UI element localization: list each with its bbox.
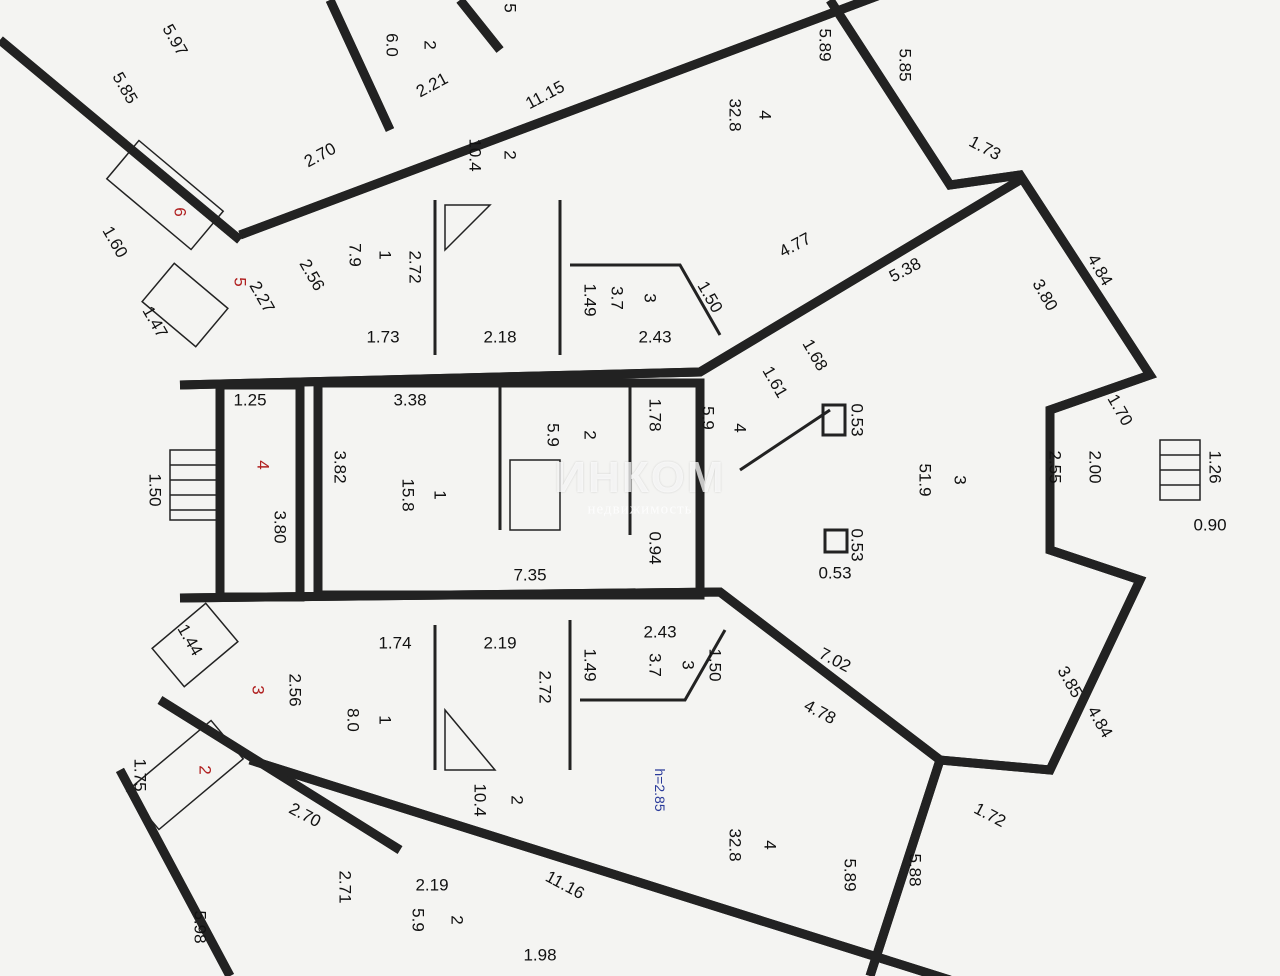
dimension: 1.78 — [645, 398, 665, 432]
room-area: 51.9 — [915, 463, 935, 497]
dimension: 2.71 — [335, 870, 355, 904]
stair-number: 4 — [253, 460, 273, 470]
dimension: 1.26 — [1205, 450, 1225, 484]
stair-number: 2 — [195, 765, 215, 775]
dimension: 0.90 — [1193, 515, 1227, 535]
room-number: 1 — [430, 490, 450, 500]
dimension: 0.94 — [645, 531, 665, 565]
dimension: 1.50 — [145, 473, 165, 507]
watermark-tagline: недвижимость — [587, 501, 693, 518]
dimension: 1.49 — [580, 648, 600, 682]
room-number: 3 — [678, 660, 698, 670]
dimension: 2.43 — [643, 622, 677, 642]
dimension: 5.89 — [815, 28, 835, 62]
dimension: 3.38 — [393, 390, 427, 410]
room-area: 3.7 — [607, 286, 627, 310]
dimension: 0.53 — [847, 528, 867, 562]
dimension: 2.72 — [535, 670, 555, 704]
dimension: 1.98 — [523, 945, 557, 965]
dimension: 2.18 — [483, 327, 517, 347]
dimension: 3.80 — [270, 510, 290, 544]
dimension: 7.35 — [513, 565, 547, 585]
watermark-brand: ИНКОМ — [554, 453, 726, 502]
dimension: 5.89 — [840, 858, 860, 892]
dimension: 1.73 — [366, 327, 400, 347]
dimension: 0.53 — [818, 563, 852, 583]
room-number: 2 — [580, 430, 600, 440]
dimension: 2.19 — [483, 633, 517, 653]
dimension: 1.50 — [705, 648, 725, 682]
room-number: 2 — [507, 795, 527, 805]
dimension: 2.00 — [1085, 450, 1105, 484]
stair-number: 5 — [230, 277, 250, 287]
dimension: 2.56 — [285, 673, 305, 707]
dimension: 1.25 — [233, 390, 267, 410]
dimension: 1.75 — [130, 758, 150, 792]
room-area: 5.9 — [408, 908, 428, 932]
dimension: 2.55 — [1045, 450, 1065, 484]
dimension: 3.82 — [330, 450, 350, 484]
room-area: 3.7 — [645, 653, 665, 677]
room-area: 10.4 — [465, 138, 485, 172]
room-number: 1 — [375, 715, 395, 725]
room-number: 4 — [730, 423, 750, 433]
room-area: 8.0 — [343, 708, 363, 732]
room-area: 15.8 — [398, 478, 418, 512]
dimension: 5.85 — [895, 48, 915, 82]
ceiling-height-note: h=2.85 — [652, 768, 668, 812]
room-number: 4 — [760, 840, 780, 850]
dimension: 0.53 — [847, 403, 867, 437]
room-number: 2 — [447, 915, 467, 925]
dimension: 5.98 — [190, 910, 210, 944]
dimension: 1.49 — [580, 283, 600, 317]
room-number: 2 — [420, 40, 440, 50]
stair-number: 6 — [170, 207, 190, 217]
dimension: 1.74 — [378, 633, 412, 653]
room-number: 2 — [500, 150, 520, 160]
room-area: 7.9 — [345, 243, 365, 267]
room-area: 6.0 — [382, 33, 402, 57]
dimension: 2.72 — [405, 250, 425, 284]
stairs — [105, 139, 1201, 831]
room-area: 5.9 — [698, 406, 718, 430]
room-area: 32.8 — [725, 828, 745, 862]
stair-number: 3 — [248, 685, 268, 695]
dimension: 5.88 — [905, 853, 925, 887]
dimension: 2.19 — [415, 875, 449, 895]
room-number: 4 — [755, 110, 775, 120]
room-number: 5 — [500, 3, 520, 13]
room-number: 1 — [375, 250, 395, 260]
room-area: 10.4 — [470, 783, 490, 817]
room-area: 5.9 — [543, 423, 563, 447]
dimension: 2.43 — [638, 327, 672, 347]
room-area: 32.8 — [725, 98, 745, 132]
room-number: 3 — [950, 475, 970, 485]
room-number: 3 — [640, 293, 660, 303]
wall-vestibule — [215, 380, 305, 602]
